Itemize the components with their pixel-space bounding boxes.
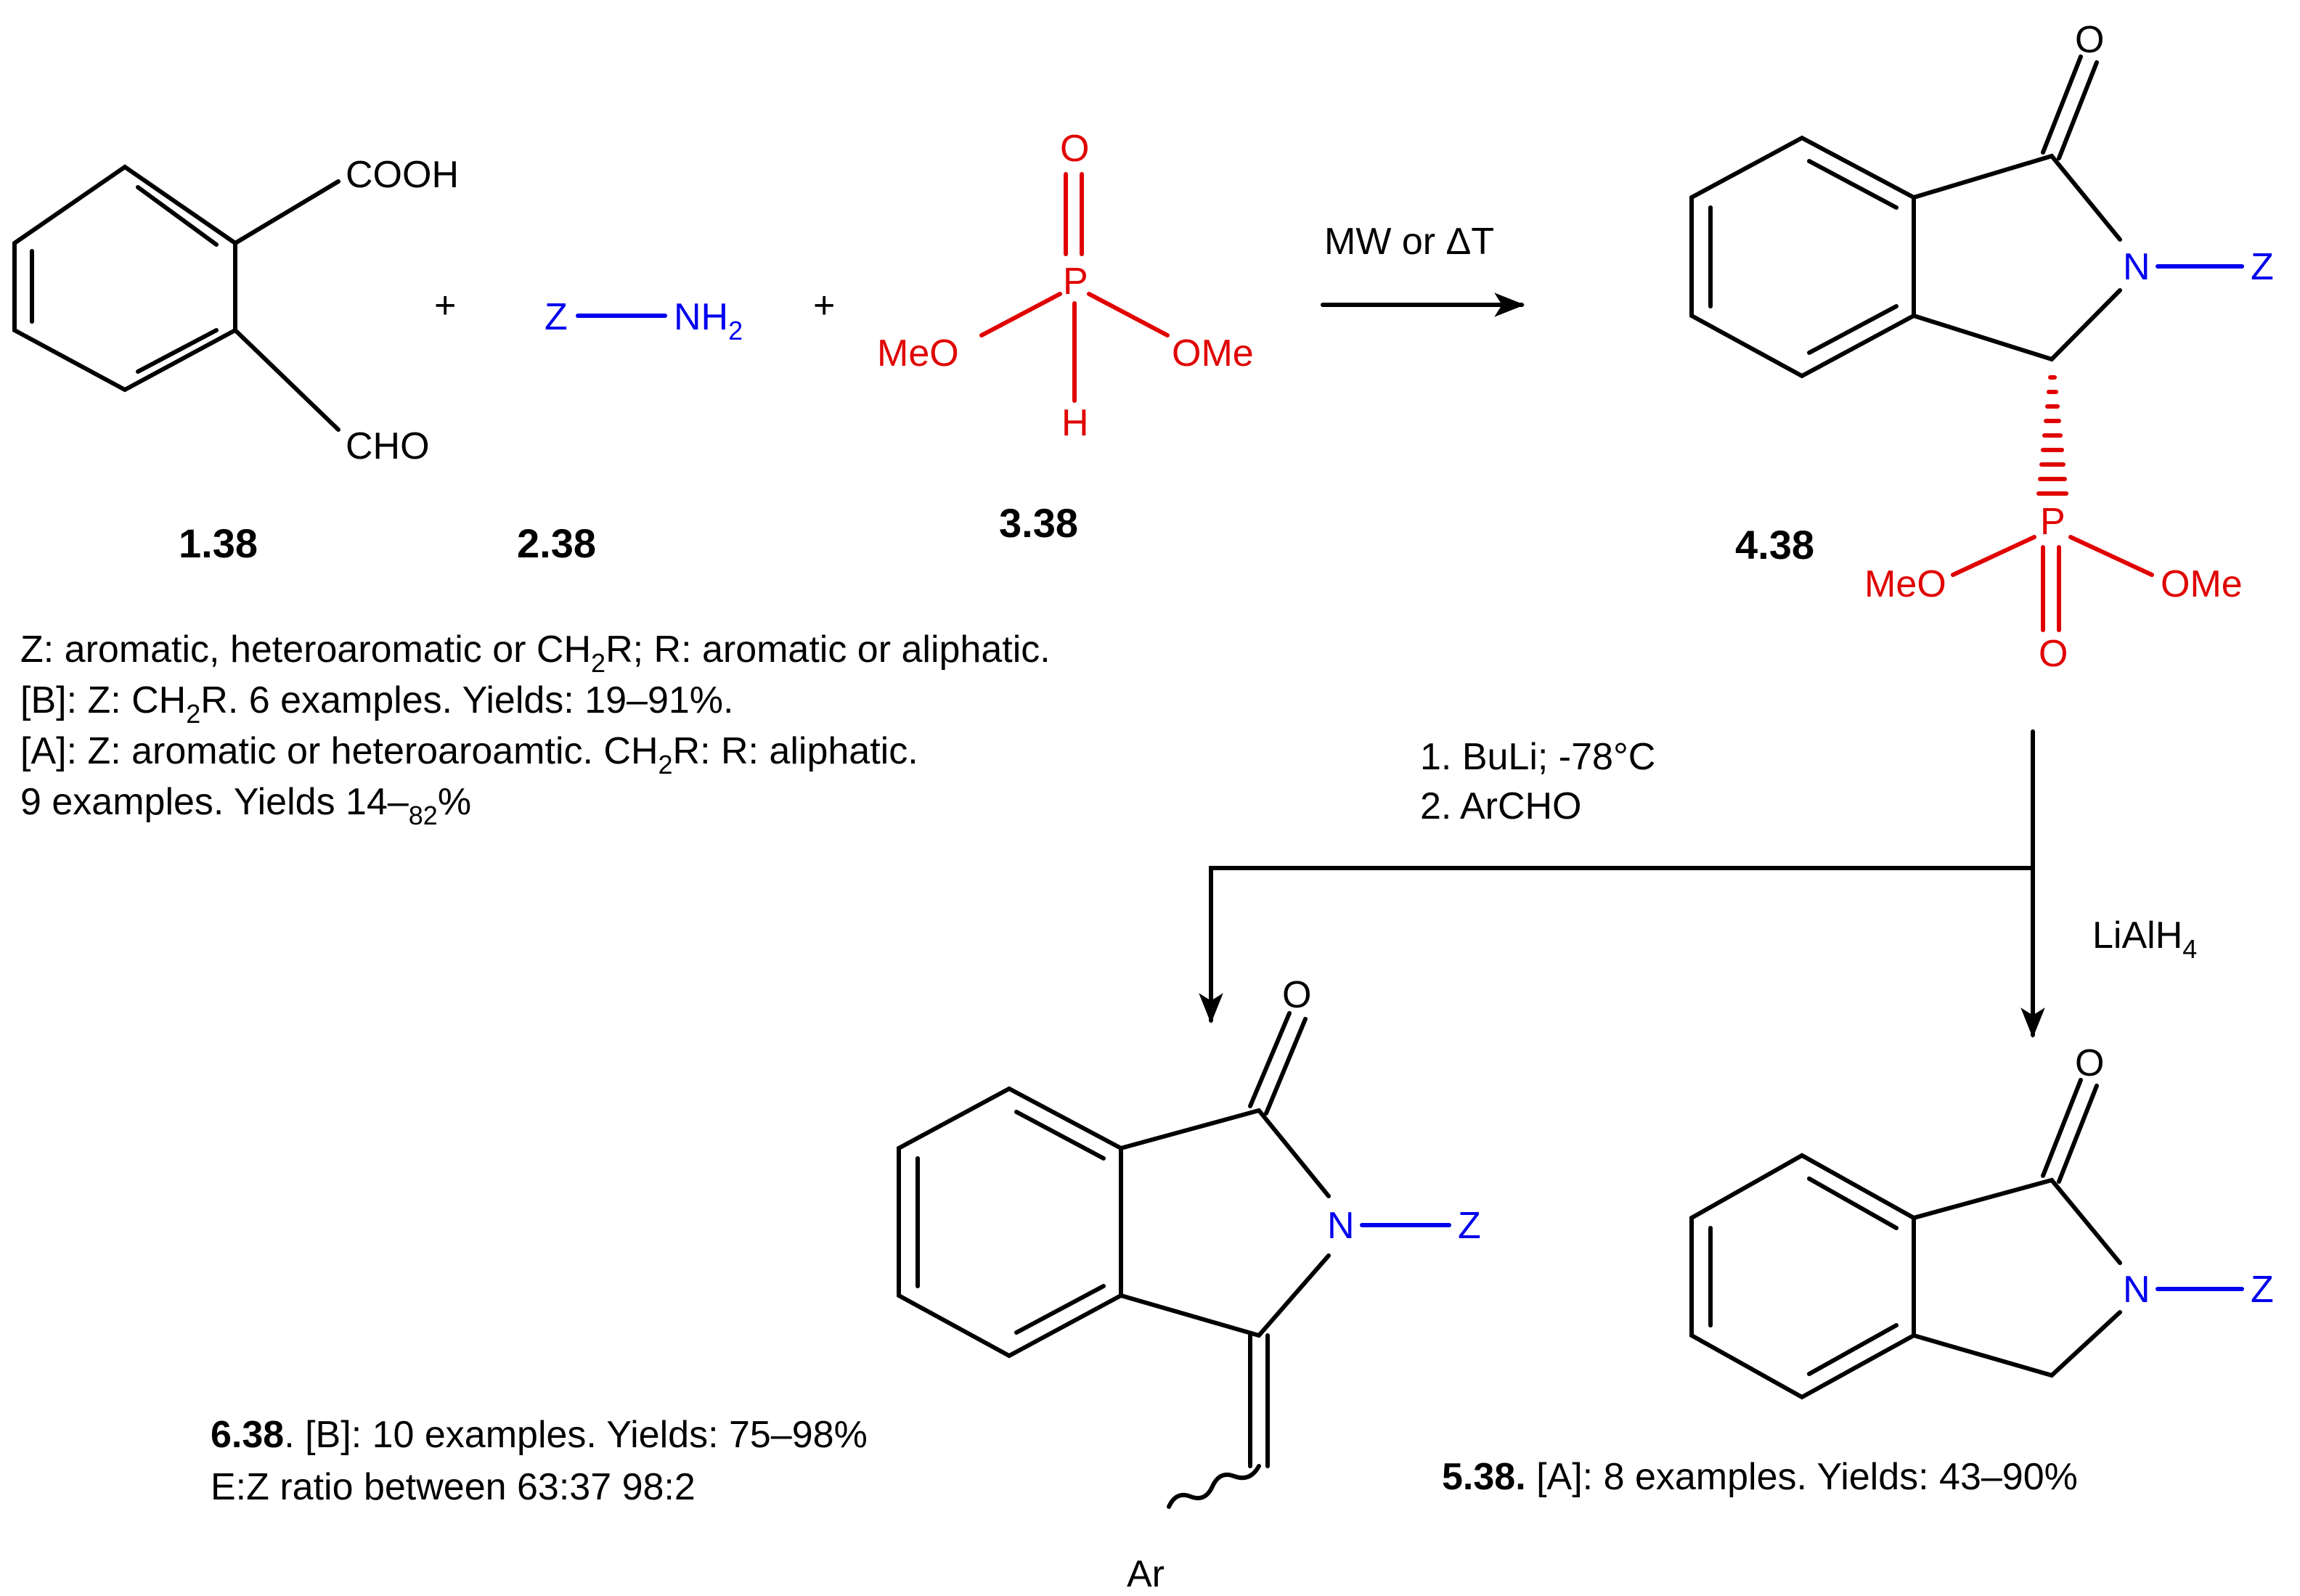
plus-sign-1: +: [434, 285, 456, 327]
z-label: Z: [545, 296, 568, 338]
compound-label-6-38: 6.38: [211, 1414, 284, 1456]
branching-arrows: 1. BuLi; -78°C 2. ArCHO LiAlH4: [1199, 729, 2197, 1039]
ome-label-4: OMe: [2161, 563, 2243, 605]
z-label-5: Z: [2251, 1269, 2274, 1311]
condition-mw-or-heat: MW or ΔT: [1324, 221, 1494, 263]
compound-label-4-38: 4.38: [1735, 522, 1814, 568]
compound-label-1-38: 1.38: [179, 520, 258, 566]
scope-notes: Z: aromatic, heteroaromatic or CH2R; R: …: [20, 629, 1051, 830]
molecule-1-38: COOH CHO 1.38: [12, 154, 459, 566]
nh2-label: NH2: [674, 296, 743, 345]
molecule-4-38: O N Z P MeO OMe O 4.38: [1689, 19, 2274, 675]
meo-label-4: MeO: [1864, 563, 1946, 605]
h-label: H: [1061, 402, 1089, 444]
z-label-6: Z: [1458, 1205, 1481, 1247]
o-label-5: O: [2075, 1042, 2104, 1084]
note-line-3: [A]: Z: aromatic or heteroaroamtic. CH2R…: [20, 730, 918, 779]
condition-buli: 1. BuLi; -78°C: [1420, 736, 1655, 778]
o-label-6: O: [1282, 974, 1311, 1016]
condition-lialh4: LiAlH4: [2092, 914, 2197, 964]
plus-sign-2: +: [813, 285, 835, 327]
reaction-arrow-1: MW or ΔT: [1321, 221, 1525, 317]
note-line-2: [B]: Z: CH2R. 6 examples. Yields: 19–91%…: [20, 679, 733, 729]
result-6-38: 6.38. [B]: 10 examples. Yields: 75–98%: [211, 1414, 868, 1456]
o-label-4: O: [2075, 19, 2104, 61]
p-label: P: [1063, 261, 1088, 303]
hashed-wedge-bond: [2036, 375, 2068, 496]
molecule-2-38: Z NH2 2.38: [517, 296, 743, 566]
molecule-3-38: O P MeO OMe H 3.38: [877, 128, 1254, 546]
condition-archo: 2. ArCHO: [1420, 785, 1582, 827]
result-6-38-ratio: E:Z ratio between 63:37 98:2: [211, 1466, 696, 1508]
molecule-6-38: O N Z Ar 6.38. [B]: 10 examples. Yields:…: [211, 974, 1481, 1595]
cooh-label: COOH: [346, 154, 459, 196]
ome-label-3: OMe: [1172, 332, 1254, 375]
o-label: O: [1060, 128, 1089, 170]
note-line-4: 9 examples. Yields 14–82%: [20, 781, 471, 830]
result-5-38: 5.38. [A]: 8 examples. Yields: 43–90%: [1442, 1456, 2078, 1498]
p-label-4: P: [2040, 501, 2065, 543]
compound-label-3-38: 3.38: [999, 500, 1078, 546]
n-label-6: N: [1327, 1205, 1355, 1247]
cho-label: CHO: [346, 425, 430, 467]
z-label-4: Z: [2251, 246, 2274, 288]
o-label-4b: O: [2039, 633, 2068, 675]
compound-label-5-38: 5.38.: [1442, 1456, 1526, 1498]
ar-label: Ar: [1127, 1553, 1165, 1595]
n-label-5: N: [2123, 1269, 2150, 1311]
n-label-4: N: [2123, 246, 2150, 288]
meo-label-3: MeO: [877, 332, 959, 375]
note-line-1: Z: aromatic, heteroaromatic or CH2R; R: …: [20, 629, 1051, 678]
molecule-5-38: O N Z 5.38. [A]: 8 examples. Yields: 43–…: [1442, 1042, 2274, 1498]
compound-label-2-38: 2.38: [517, 520, 596, 566]
